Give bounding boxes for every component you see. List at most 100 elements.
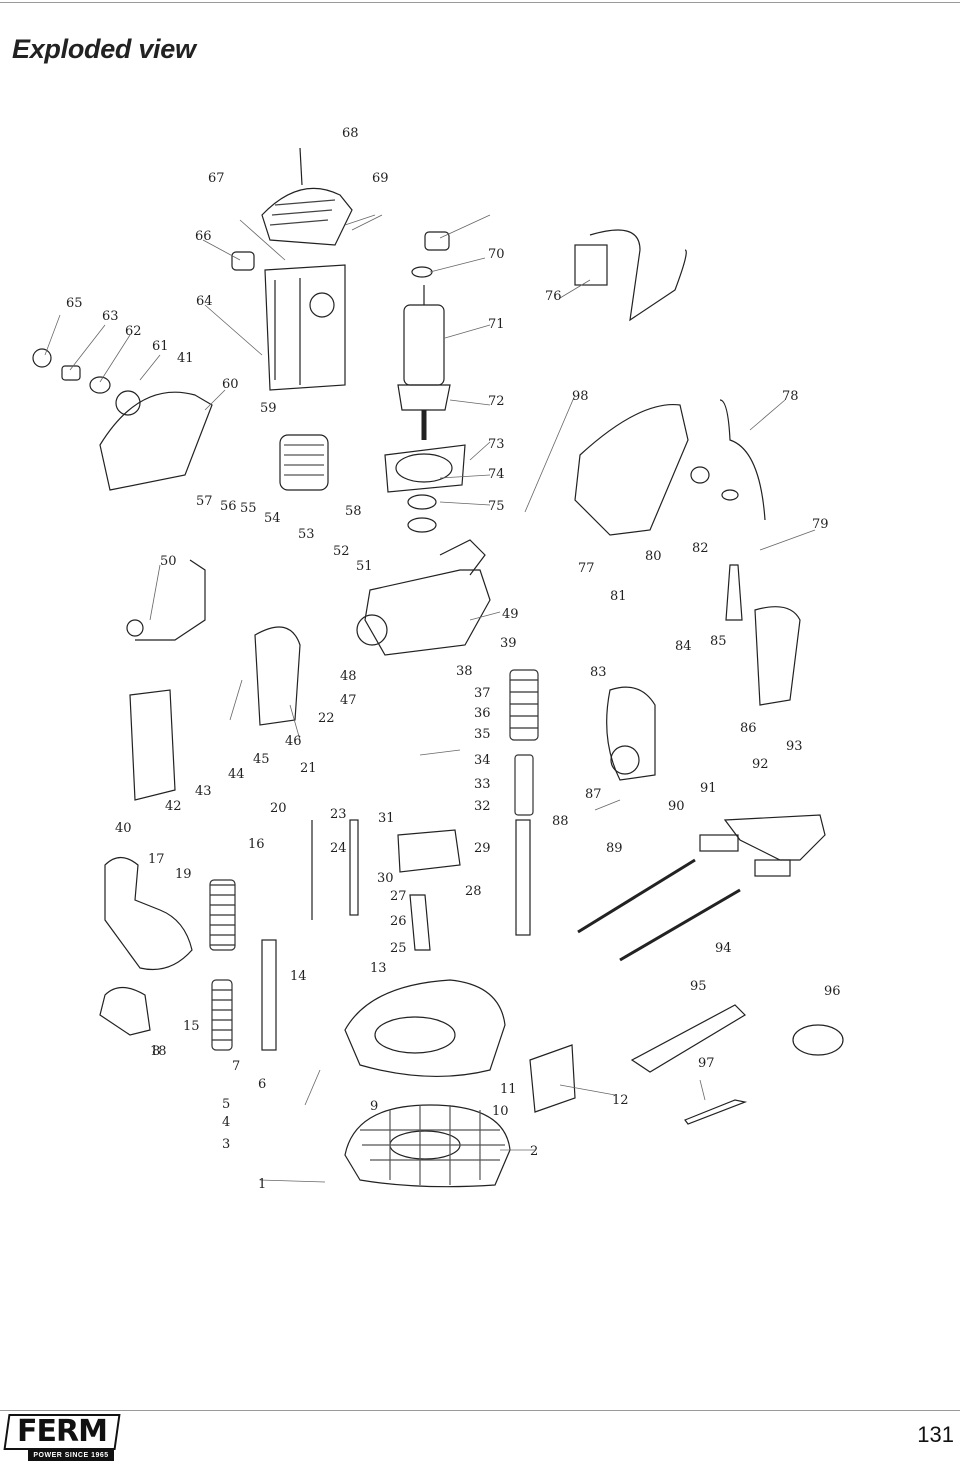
column-14 [261,939,277,1051]
motor-cap [261,147,353,246]
part-label: 44 [228,767,245,782]
part-label: 18 [150,1044,167,1059]
part-label: 28 [465,884,482,899]
part-label: 60 [222,377,239,392]
ferm-logo: FERM POWER SINCE 1965 [3,1414,121,1462]
page-number: 131 [917,1422,954,1447]
part-label: 42 [165,799,182,814]
column-24 [349,819,359,916]
depth-rod [135,559,206,641]
part-label: 56 [220,499,237,514]
part-label: 37 [474,686,491,701]
part-label: 17 [148,852,165,867]
part-label: 95 [690,979,707,994]
handle-left [99,390,213,491]
part-label: 19 [175,867,192,882]
part-label: 35 [474,727,491,742]
washer [411,266,433,278]
part-label: 21 [300,761,317,776]
part-label: 98 [572,389,589,404]
part-label: 69 [372,171,389,186]
part-label: 61 [152,339,169,354]
part-label: 7 [232,1059,240,1074]
part-label: 86 [740,721,757,736]
spring-15 [211,979,233,1051]
part-label: 26 [390,914,407,929]
part-label: 40 [115,821,132,836]
part-label: 93 [786,739,803,754]
column-right [515,819,531,936]
top-rule [0,2,960,3]
parallel-guide [723,814,826,861]
grip-housing [606,686,656,781]
part-label: 3 [222,1137,230,1152]
part-label: 70 [488,247,505,262]
part-label: 23 [330,807,347,822]
part-label: 55 [240,501,257,516]
part-label: 97 [698,1056,715,1071]
part-label: 12 [612,1093,629,1108]
part-label: 94 [715,941,732,956]
part-label: 77 [578,561,595,576]
template-guide [792,1024,844,1056]
part-number-labels: 1 2 3 4 5 6 7 8 9 10 11 12 13 14 15 16 1… [66,126,841,1192]
part-label: 74 [488,467,505,482]
part-label: 85 [710,634,727,649]
part-label: 72 [488,394,505,409]
part-label: 22 [318,711,335,726]
part-label: 68 [342,126,359,141]
logo-tagline: POWER SINCE 1965 [28,1450,114,1461]
part-label: 30 [377,871,394,886]
power-cord [719,399,766,521]
part-label: 14 [290,969,307,984]
part-label: 90 [668,799,685,814]
part-label: 11 [500,1082,517,1097]
footer-rule [0,1410,960,1411]
part-label: 66 [195,229,212,244]
part-label: 39 [500,636,517,651]
part-label: 2 [530,1144,538,1159]
part-label: 36 [474,706,491,721]
switch [574,244,608,286]
lock-knob [32,348,52,368]
page-title: Exploded view [12,34,196,64]
part-label: 43 [195,784,212,799]
chip-guard [529,1044,576,1113]
part-label: 25 [390,941,407,956]
part-label: 83 [590,665,607,680]
part-label: 92 [752,757,769,772]
part-label: 96 [824,984,841,999]
part-label: 38 [456,664,473,679]
part-label: 1 [258,1177,266,1192]
part-label: 62 [125,324,142,339]
handle-grip-right [754,606,801,706]
armature [397,285,451,440]
spring-16 [209,879,236,951]
gear-housing [356,539,491,656]
base-plate [344,979,506,1078]
part-label: 88 [552,814,569,829]
dust-adapter [104,856,193,971]
part-label: 13 [370,961,387,976]
part-label: 4 [222,1115,230,1130]
part-label: 91 [700,781,717,796]
logo-brand: FERM [17,1414,108,1449]
part-label: 50 [160,554,177,569]
part-label: 41 [177,351,194,366]
part-label: 9 [370,1099,378,1114]
part-label: 82 [692,541,709,556]
part-label: 45 [253,752,270,767]
turret-stop [397,829,461,873]
part-label: 84 [675,639,692,654]
bearing [407,494,437,510]
part-label: 58 [345,504,362,519]
part-label: 78 [782,389,799,404]
handle-grip-left [129,689,176,801]
part-label: 71 [488,317,505,332]
hex-key [684,1099,748,1125]
part-label: 87 [585,787,602,802]
part-label: 6 [258,1077,266,1092]
spanner [630,1004,746,1073]
part-label: 80 [645,549,662,564]
part-label: 59 [260,401,277,416]
